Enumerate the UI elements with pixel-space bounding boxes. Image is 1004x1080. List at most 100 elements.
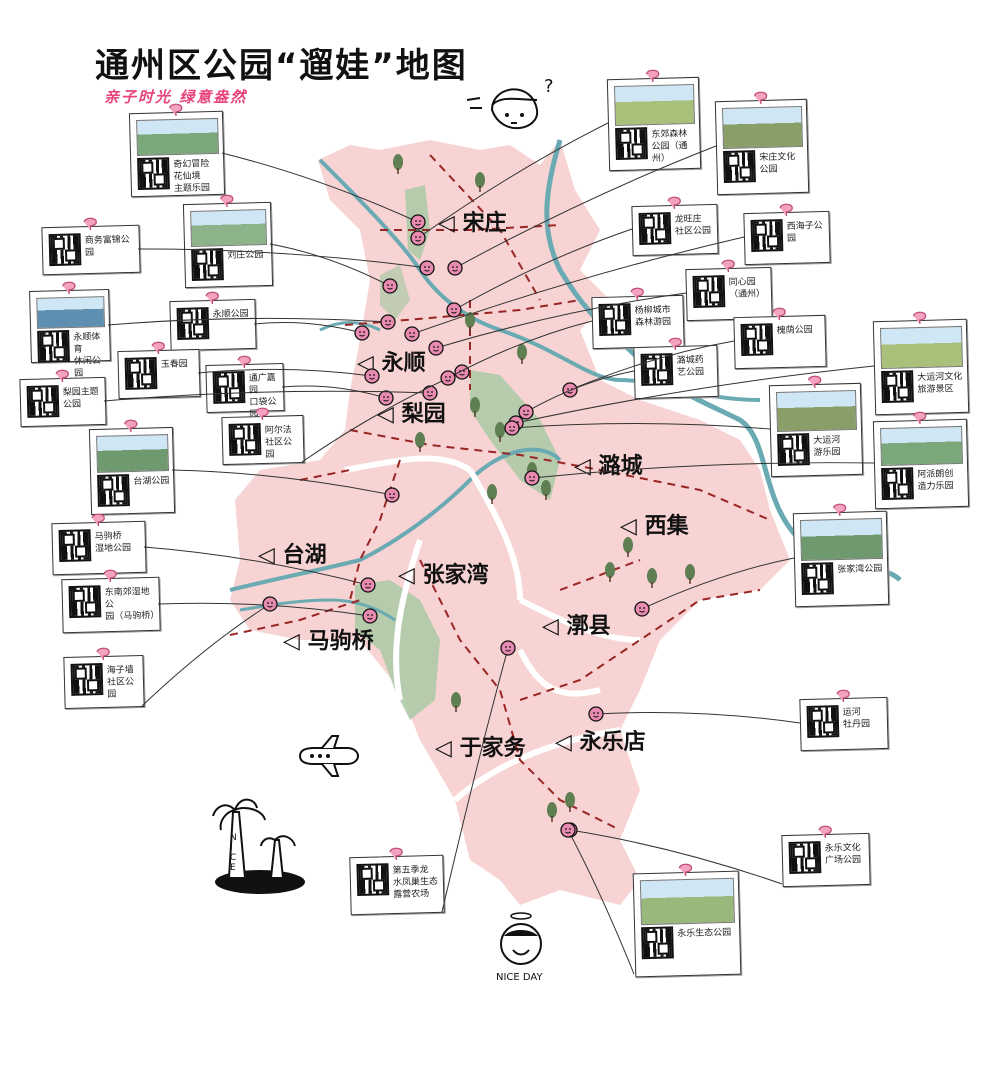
qr-code-icon [137,157,170,191]
park-card[interactable]: 潞城药 艺公园 [633,337,719,400]
park-name: 运河 牡丹园 [842,707,871,731]
town-label: ◁ 漷县 [542,614,611,639]
park-card[interactable]: 永乐生态公园 [632,863,742,978]
map-pin-icon [833,503,847,517]
park-name: 杨柳城市 森林游园 [634,305,672,329]
map-pin-icon [808,375,822,389]
park-card[interactable]: 商务富锦公园 [41,217,141,276]
qr-code-icon [788,841,822,874]
park-name: 第五季龙 水凤巢生态 露营农场 [392,865,439,901]
park-photo [721,105,804,150]
park-photo [639,877,735,926]
qr-code-icon [58,529,92,563]
map-pin-icon [913,411,927,425]
park-card[interactable]: 宋庄文化公园 [714,91,810,196]
map-pin-icon [678,863,693,877]
map-pin-icon [55,369,69,383]
map-pin-icon [205,291,219,305]
park-name: 刘庄公园 [227,250,264,262]
park-card[interactable]: 永顺公园 [169,291,257,352]
park-card[interactable]: 奇幻冒险 花仙境 主题乐园 [128,103,226,198]
park-photo [96,434,170,473]
girl-face-icon: ? [466,76,554,129]
qr-code-icon [97,474,130,507]
park-card[interactable]: 运河 牡丹园 [799,689,889,752]
park-name: 商务富锦公园 [84,234,130,259]
park-card[interactable]: 西海子公园 [743,203,831,266]
park-name: 龙旺庄 社区公园 [674,214,712,237]
park-name: 永乐文化 广场公园 [824,843,862,867]
map-pin-icon [237,355,251,369]
park-card[interactable]: 永乐文化 广场公园 [781,825,871,888]
map-pin-icon [836,689,850,703]
svg-text:NICE DAY: NICE DAY [496,972,543,983]
park-name: 马驹桥 湿地公园 [94,531,132,555]
map-pin-icon [779,203,793,217]
park-photo [36,296,106,329]
qr-code-icon [881,370,914,404]
map-pin-icon [62,281,76,295]
park-card[interactable]: 玉春园 [117,341,201,400]
park-card[interactable]: 大运河文化 旅游景区 [872,311,970,416]
map-pin-icon [721,259,735,273]
park-photo [880,425,964,467]
map-pin-icon [667,196,681,210]
park-photo [775,389,858,433]
qr-code-icon [68,585,102,619]
park-photo [879,325,964,370]
park-card[interactable]: 阿尔法 社区公园 [221,407,305,466]
park-card[interactable]: 马驹桥 湿地公园 [51,513,147,576]
park-name: 东南郊湿地公 园（马驹桥） [104,586,160,623]
park-name: 同心园 （通州） [728,277,766,300]
map-pin-icon [389,847,403,861]
park-name: 槐荫公园 [776,325,813,337]
park-card[interactable]: 梨园主题公园 [19,369,107,428]
park-card[interactable]: 阿派朗创 造力乐园 [872,411,970,510]
smiley-face-icon: NICE DAY [496,912,543,983]
park-card[interactable]: 张家湾公园 [792,503,890,608]
qr-code-icon [640,353,674,386]
town-label: ◁ 台湖 [258,543,327,568]
park-name: 大运河 游乐园 [813,435,841,459]
airplane-icon [298,735,360,777]
svg-text:N: N [230,833,237,843]
park-card[interactable]: 东郊森林 公园（通州） [606,69,702,172]
map-pin-icon [668,337,682,351]
park-name: 张家湾公园 [837,563,883,576]
map-pin-icon [220,194,234,208]
svg-text:C: C [230,853,236,863]
park-card[interactable]: 通广嘉园 口袋公园 [205,355,285,420]
park-card[interactable]: 刘庄公园 [182,194,274,289]
park-card[interactable]: 第五季龙 水凤巢生态 露营农场 [349,847,445,916]
park-card[interactable]: 永顺体育 休闲公园 [29,281,111,379]
park-name: 阿派朗创 造力乐园 [917,469,954,493]
svg-text:I: I [230,843,233,853]
park-card[interactable]: 槐荫公园 [733,307,827,370]
map-pin-icon [169,103,183,117]
park-name: 玉春园 [160,359,188,370]
park-card[interactable]: 龙旺庄 社区公园 [631,196,719,257]
map-pin-icon [772,307,786,321]
map-subtitle: 亲子时光 绿意盎然 [104,88,248,106]
town-label: ◁ 西集 [620,514,689,539]
town-label: ◁ 张家湾 [398,563,489,588]
park-card[interactable]: 东南郊湿地公 园（马驹桥） [61,569,161,634]
park-card[interactable]: 台湖公园 [88,419,176,516]
qr-code-icon [692,275,726,308]
map-pin-icon [96,647,110,661]
park-photo [613,83,696,127]
map-pin-icon [754,91,768,105]
park-name: 台湖公园 [133,476,170,487]
town-label: ◁ 永乐店 [555,730,646,755]
map-pin-icon [151,341,165,355]
park-name: 潞城药 艺公园 [676,355,705,378]
qr-code-icon [124,357,158,390]
park-card[interactable]: 海子墙 社区公园 [63,647,145,710]
map-title: 通州区公园“遛娃”地图 [95,46,468,86]
park-name: 永顺公园 [212,309,249,321]
park-card[interactable]: 同心园 （通州） [685,259,773,322]
town-label: ◁ 于家务 [435,736,526,761]
qr-code-icon [212,371,246,404]
park-card[interactable]: 大运河 游乐园 [768,375,864,478]
qr-code-icon [881,467,914,501]
